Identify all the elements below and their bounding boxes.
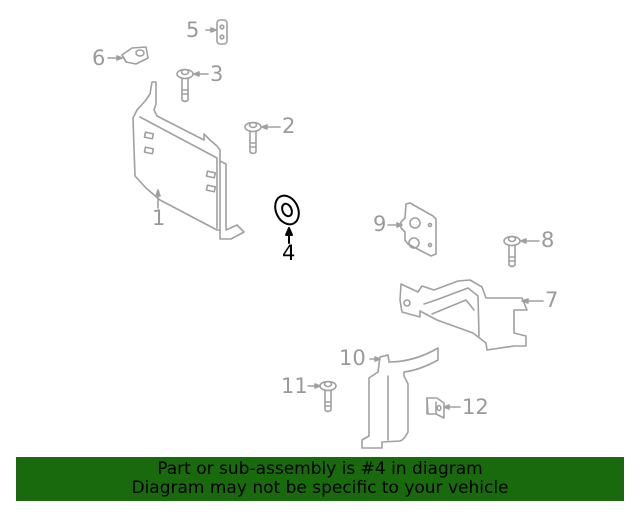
callout-1[interactable]: 1 xyxy=(152,206,166,230)
part-3-bolt-icon xyxy=(176,68,209,103)
parts-diagram: 1 2 3 4 5 6 7 8 9 10 11 12 xyxy=(92,18,559,449)
callout-3[interactable]: 3 xyxy=(210,62,224,86)
callout-12[interactable]: 12 xyxy=(462,395,489,419)
callout-2[interactable]: 2 xyxy=(282,114,296,138)
callout-8[interactable]: 8 xyxy=(541,228,555,252)
diagram-notice-banner: Part or sub-assembly is #4 in diagram Di… xyxy=(16,457,624,501)
part-5-plate-icon xyxy=(205,19,228,45)
part-11-bolt-icon xyxy=(307,380,337,413)
callout-10[interactable]: 10 xyxy=(339,346,366,370)
part-9-mount-block-icon xyxy=(387,202,437,257)
part-2-bolt-icon xyxy=(244,121,281,155)
part-6-clip-nut-icon xyxy=(107,46,149,65)
part-4-washer-icon xyxy=(274,194,300,244)
callout-5[interactable]: 5 xyxy=(186,18,200,42)
part-7-support-bracket-icon xyxy=(399,279,544,351)
callout-4[interactable]: 4 xyxy=(282,241,296,265)
callout-6[interactable]: 6 xyxy=(92,46,106,70)
part-8-bolt-icon xyxy=(503,235,540,268)
callout-7[interactable]: 7 xyxy=(545,288,559,312)
banner-line-part-number: Part or sub-assembly is #4 in diagram xyxy=(157,459,483,479)
callout-11[interactable]: 11 xyxy=(281,374,308,398)
part-1-panel-bracket-icon xyxy=(132,81,245,240)
part-12-clip-icon xyxy=(426,397,461,419)
part-10-cover-shield-icon xyxy=(361,347,439,449)
callout-9[interactable]: 9 xyxy=(373,212,387,236)
banner-line-disclaimer: Diagram may not be specific to your vehi… xyxy=(131,478,509,498)
